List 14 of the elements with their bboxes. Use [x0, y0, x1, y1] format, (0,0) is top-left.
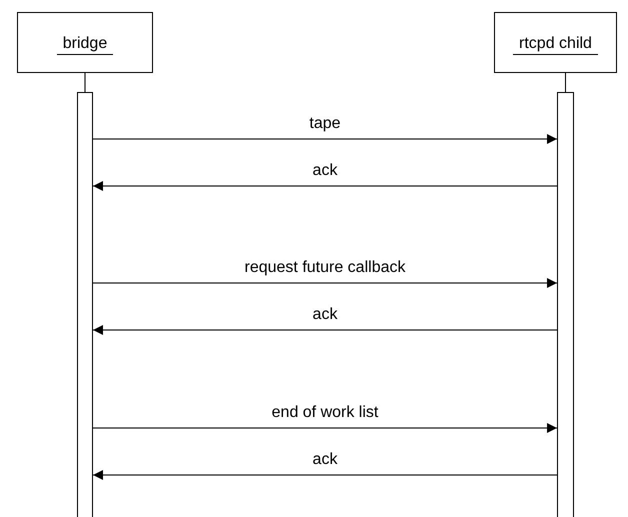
participant-name: bridge — [56, 34, 114, 55]
message-arrow — [92, 325, 558, 335]
lifeline — [565, 72, 566, 92]
participant-name: rtcpd child — [513, 34, 598, 55]
message-arrow — [92, 134, 558, 144]
message-arrow — [92, 423, 558, 433]
message-arrow — [92, 278, 558, 288]
message-arrow — [92, 181, 558, 191]
activation-bar — [557, 92, 574, 517]
message-arrow — [92, 470, 558, 480]
participant-box — [494, 12, 617, 73]
lifeline — [84, 72, 86, 92]
activation-bar — [77, 92, 93, 517]
participant-box — [17, 12, 153, 73]
